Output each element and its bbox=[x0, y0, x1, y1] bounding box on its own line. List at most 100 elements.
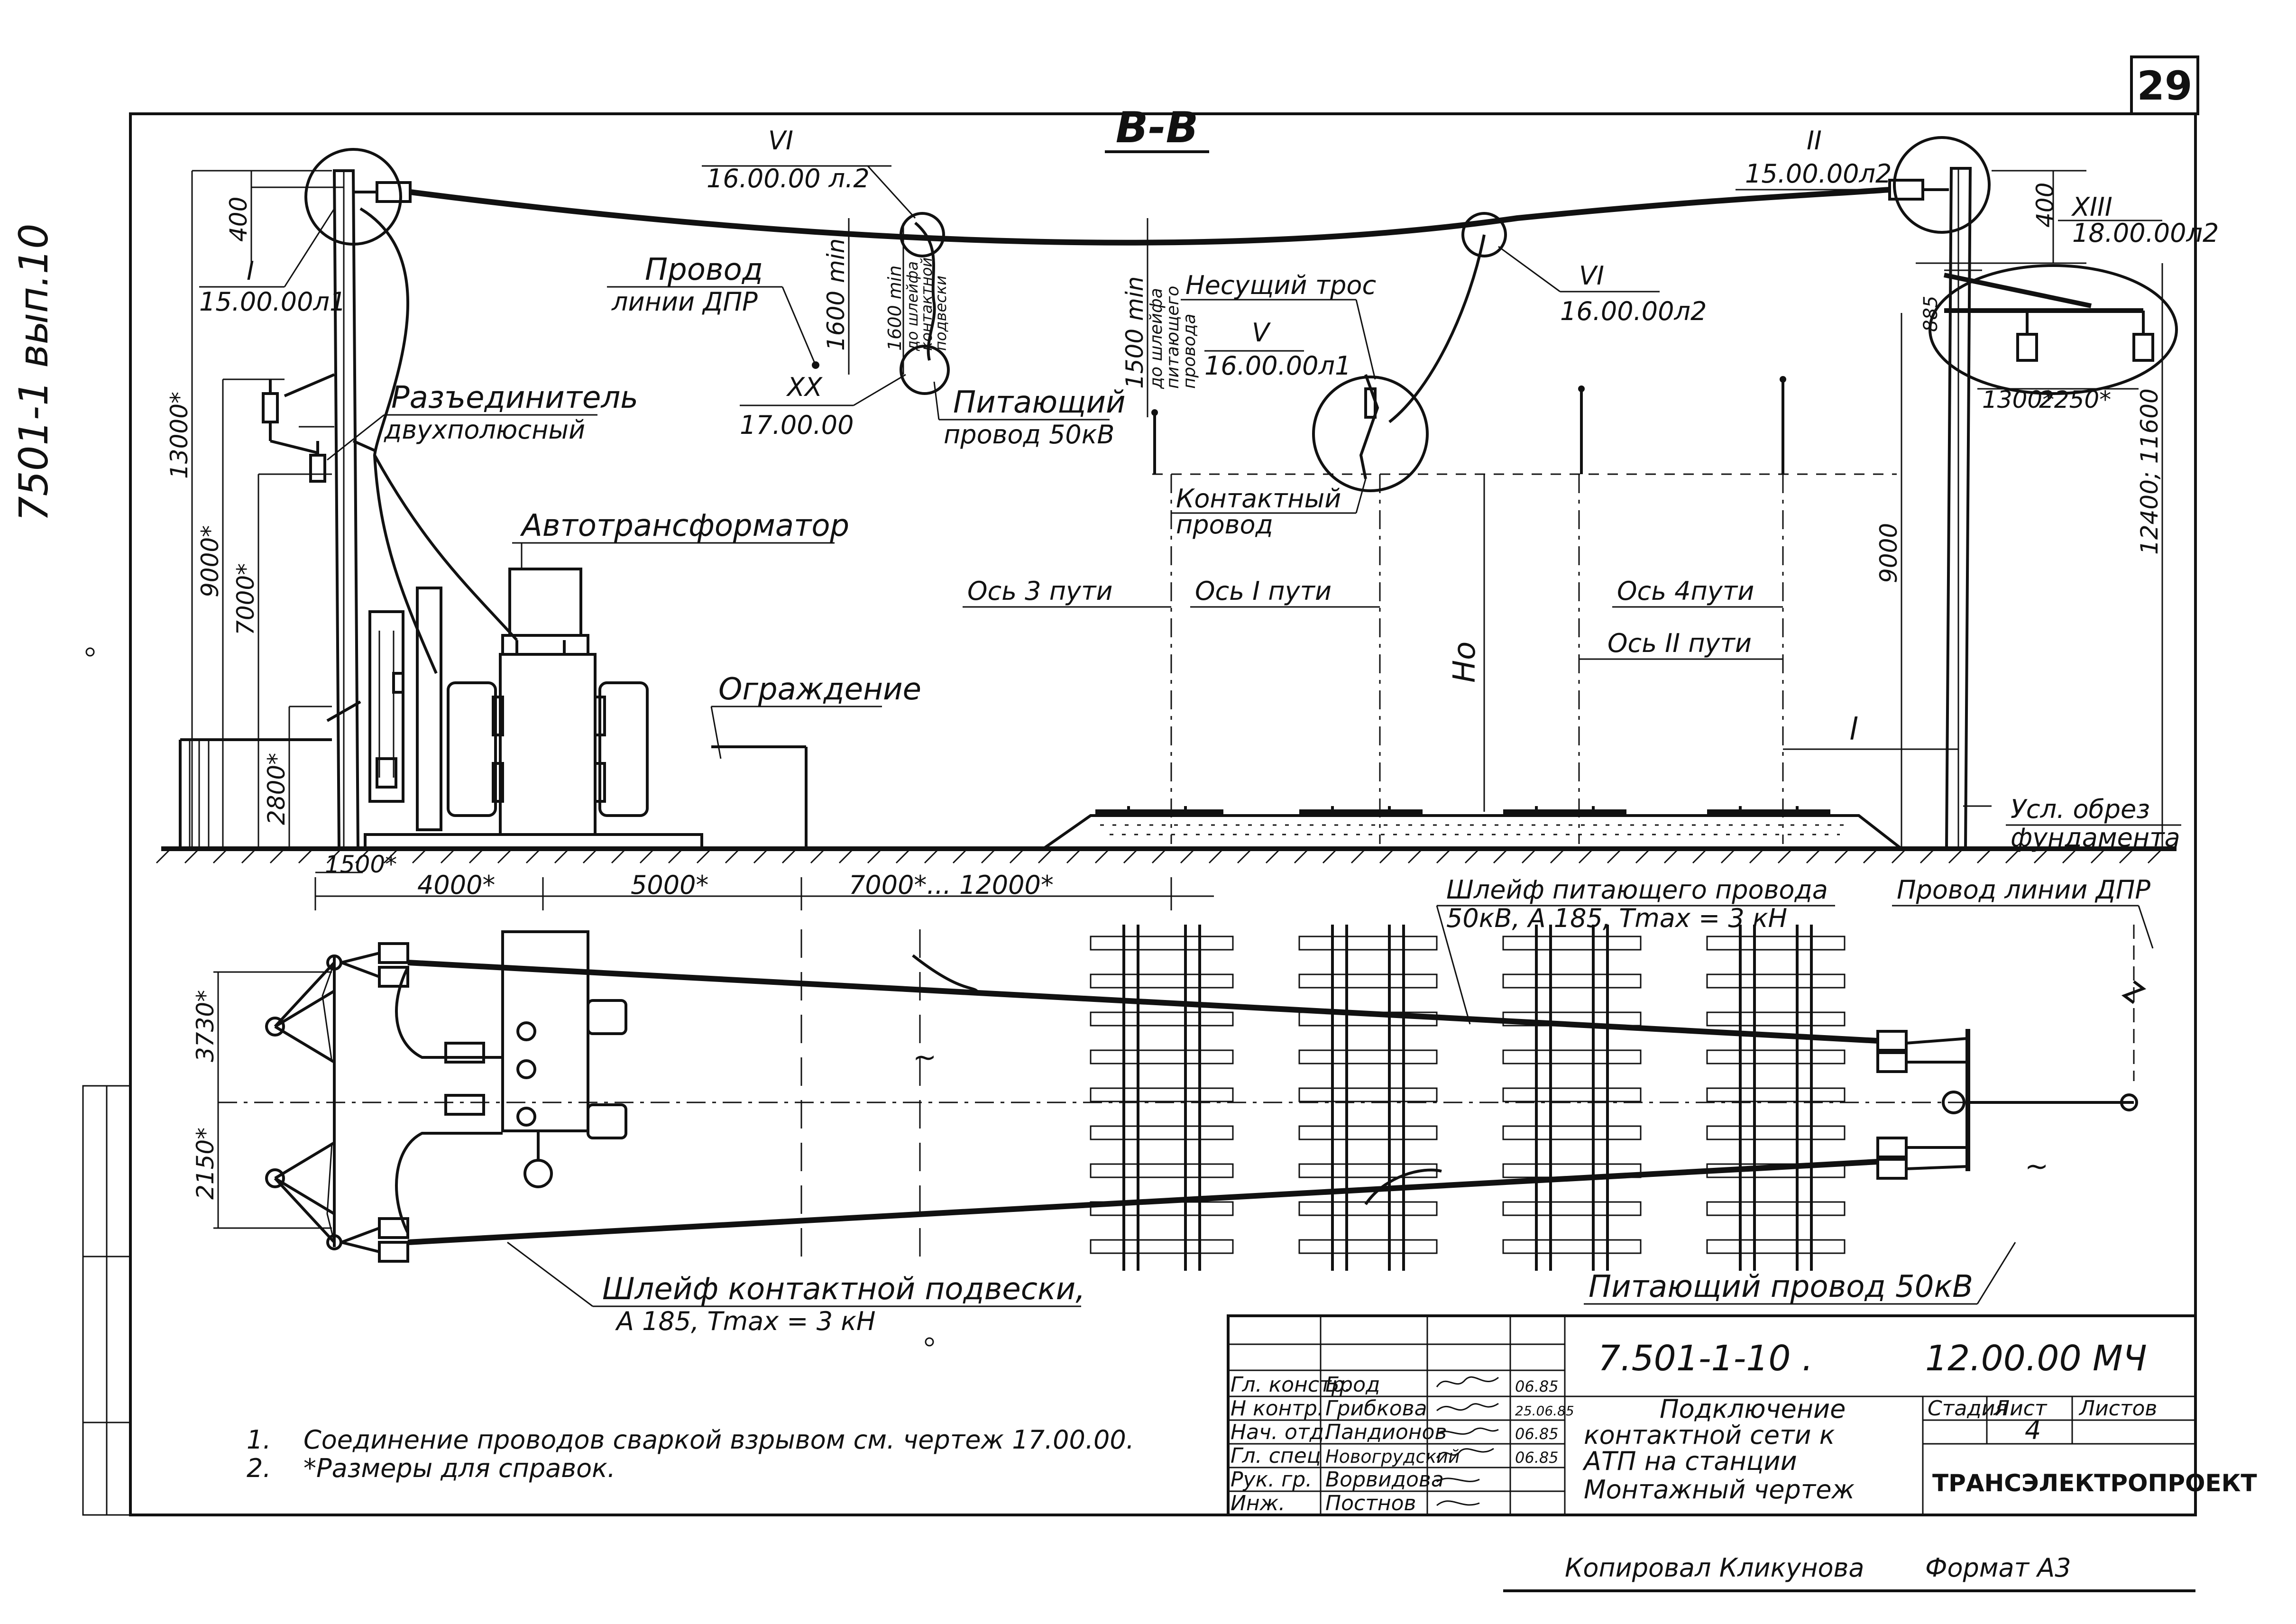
title-block: 7.501-1-10 . 12.00.00 МЧ Подключение кон… bbox=[1227, 1314, 2257, 1516]
plan-view: ~ ~ 3730* 2150* Шлейф питающего пр bbox=[192, 875, 2154, 1347]
label-feeder-1: Питающий bbox=[953, 385, 1126, 420]
ground-line bbox=[156, 846, 2177, 864]
label-disconnector: Разъединитель двухполюсный bbox=[327, 380, 638, 461]
track-ballast bbox=[1042, 806, 1902, 850]
page-number: 29 bbox=[2137, 63, 2193, 109]
dim-4000: 4000* bbox=[417, 870, 495, 900]
feeder-cable bbox=[410, 187, 1890, 246]
disconnector bbox=[262, 373, 376, 483]
dim-1500-note-3: провода bbox=[1180, 313, 1199, 389]
tb-staff-date-2: 25.06.85 bbox=[1515, 1403, 1574, 1419]
label-plan-dpr-line: Провод линии ДПР bbox=[1892, 875, 2154, 949]
tb-staff-name-6: Постнов bbox=[1325, 1491, 1416, 1515]
tb-title-4: Монтажный чертеж bbox=[1584, 1475, 1855, 1505]
tb-drawing-code: 12.00.00 МЧ bbox=[1925, 1338, 2147, 1379]
tb-staff-date-4: 06.85 bbox=[1515, 1449, 1559, 1467]
ref-I-num: I bbox=[247, 256, 254, 286]
node-circle-VI-b bbox=[1461, 212, 1507, 257]
tb-staff-date-1: 06.85 bbox=[1515, 1377, 1559, 1395]
right-bracket-assembly bbox=[1929, 264, 2178, 395]
label-dpr-line-1: Провод bbox=[645, 252, 763, 287]
label-feeder-loop-2: 50кВ, А 185, Tmax = 3 кН bbox=[1446, 903, 1787, 933]
page-number-box: 29 bbox=[2130, 55, 2199, 115]
node-circle-V bbox=[1312, 376, 1429, 492]
upper-elevation-view: I 15.00.00л1 II 15.00.00л2 VI 16.00.00 л… bbox=[156, 126, 2219, 910]
tb-staff-role-2: Н контр. bbox=[1231, 1396, 1324, 1421]
section-title-text: В-В bbox=[1116, 103, 1199, 153]
label-fence: Ограждение bbox=[710, 672, 921, 759]
plan-loop-upper bbox=[395, 966, 503, 1059]
label-axis-1: Ось I пути bbox=[1190, 576, 1380, 608]
label-foundation-1: Усл. обрез bbox=[2011, 794, 2150, 824]
label-disconnector-2: двухполюсный bbox=[384, 415, 585, 445]
ref-II: II 15.00.00л2 bbox=[1736, 126, 1892, 191]
tb-organization: ТРАНСЭЛЕКТРОПРОЕКТ bbox=[1932, 1469, 2257, 1497]
left-vertical-dims bbox=[191, 170, 332, 849]
label-autotransformer-text: Автотрансформатор bbox=[520, 508, 849, 543]
plan-axis-lines: ~ ~ bbox=[800, 929, 2048, 1261]
section-title: В-В bbox=[1105, 103, 1209, 153]
label-contact-loop: Шлейф контактной подвески, А 185, Tmax =… bbox=[507, 1241, 1085, 1336]
label-axis-2-text: Ось II пути bbox=[1607, 628, 1752, 658]
tb-staff-role-5: Рук. гр. bbox=[1231, 1468, 1312, 1492]
dim-400-right: 400 bbox=[2031, 183, 2059, 228]
label-feeder-wire-text: Питающий провод 50кВ bbox=[1589, 1269, 1973, 1304]
note-2-text: *Размеры для справок. bbox=[303, 1453, 615, 1483]
tb-sheets-header: Листов bbox=[2078, 1396, 2157, 1421]
label-dpr-line-2: линии ДПР bbox=[611, 287, 758, 317]
dim-2800: 2800* bbox=[263, 753, 290, 825]
label-feeder-2: провод 50кВ bbox=[944, 420, 1114, 450]
signatures bbox=[1436, 1376, 1499, 1506]
punch-hole bbox=[85, 647, 95, 657]
label-foundation: Усл. обрез фундамента bbox=[2006, 794, 2181, 853]
fence bbox=[179, 738, 808, 849]
ref-XX: XX 17.00.00 bbox=[740, 372, 906, 440]
dim-9000-right: 9000 bbox=[1875, 523, 1902, 583]
notes: 1. Соединение проводов сваркой взрывом с… bbox=[247, 1425, 1134, 1483]
tb-staff-name-5: Ворвидова bbox=[1325, 1468, 1444, 1492]
plan-autotransformer bbox=[444, 930, 627, 1188]
ref-XIII-code: 18.00.00л2 bbox=[2072, 218, 2219, 248]
plan-dim-3730: 3730* bbox=[192, 990, 219, 1062]
label-axis-1-text: Ось I пути bbox=[1195, 576, 1332, 606]
ref-VI-a-num: VI bbox=[768, 126, 793, 156]
label-disconnector-1: Разъединитель bbox=[391, 380, 638, 415]
ref-I: I 15.00.00л1 bbox=[199, 208, 346, 317]
label-contact-wire-1: Контактный bbox=[1176, 484, 1341, 514]
tb-title-2: контактной сети к bbox=[1584, 1420, 1835, 1450]
tb-staff-role-4: Гл. спец bbox=[1231, 1444, 1321, 1468]
left-insulator bbox=[376, 181, 412, 203]
label-autotransformer: Автотрансформатор bbox=[512, 508, 849, 569]
note-2-num: 2. bbox=[247, 1453, 271, 1483]
tb-doc-code: 7.501-1-10 . bbox=[1598, 1338, 1813, 1379]
equipment-frame bbox=[416, 587, 442, 831]
ref-VI-a-code: 16.00.00 л.2 bbox=[707, 164, 870, 193]
ref-VI-a: VI 16.00.00 л.2 bbox=[702, 126, 916, 219]
ref-V: V 16.00.00л1 bbox=[1204, 318, 1351, 381]
node-circle-VI-a bbox=[900, 212, 945, 257]
tb-staff-role-6: Инж. bbox=[1231, 1491, 1285, 1515]
tb-sheet-header: Лист bbox=[1993, 1396, 2048, 1421]
label-axis-4-text: Ось 4пути bbox=[1617, 576, 1754, 606]
label-foundation-2: фундамента bbox=[2011, 823, 2180, 853]
label-feeder-wire: Питающий провод 50кВ bbox=[1584, 1242, 2016, 1305]
bottom-horizontal-dims bbox=[314, 872, 1214, 910]
dim-1600-note-1: до шлейфа bbox=[903, 261, 921, 351]
label-messenger: Несущий трос bbox=[1181, 270, 1376, 380]
tb-staff-role-3: Нач. отд. bbox=[1231, 1420, 1331, 1444]
dim-1300: 1300* bbox=[1982, 386, 2054, 413]
ref-XX-num: XX bbox=[786, 372, 823, 402]
plan-loop-lower bbox=[395, 1132, 503, 1234]
dim-1500-note-1: до шлейфа bbox=[1147, 288, 1166, 389]
dim-7000-12000: 7000*... 12000* bbox=[849, 870, 1054, 900]
tb-staff-date-3: 06.85 bbox=[1515, 1425, 1559, 1443]
ref-II-code: 15.00.00л2 bbox=[1745, 159, 1892, 189]
ref-I-code: 15.00.00л1 bbox=[199, 287, 346, 317]
dim-1600-note-3: подвески bbox=[932, 275, 950, 351]
plan-break-mark-right: ~ bbox=[2025, 1150, 2048, 1183]
dim-l-text: l bbox=[1849, 712, 1858, 747]
dim-5000: 5000* bbox=[631, 870, 708, 900]
label-feeder: Питающий провод 50кВ bbox=[933, 381, 1126, 450]
tb-staff-name-4: Новогрудский bbox=[1325, 1446, 1460, 1467]
